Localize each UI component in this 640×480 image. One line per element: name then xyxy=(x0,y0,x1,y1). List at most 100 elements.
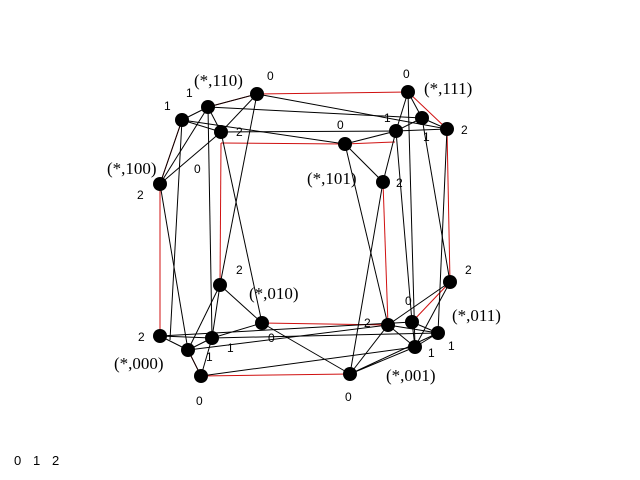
edge xyxy=(344,130,397,145)
edge xyxy=(220,130,397,133)
node-010-a xyxy=(213,278,227,292)
node-000-b xyxy=(181,343,195,357)
node-011-a xyxy=(443,275,457,289)
group-label-111: (*,111) xyxy=(424,79,472,98)
port-label: 2 xyxy=(236,125,243,139)
node-110-a xyxy=(201,100,215,114)
port-label: 0 xyxy=(267,69,274,83)
port-label: 1 xyxy=(428,346,435,360)
edge xyxy=(159,321,413,337)
cube-edge xyxy=(382,181,389,326)
edge xyxy=(211,284,221,339)
cube-edge xyxy=(220,142,346,145)
port-label: 0 xyxy=(194,162,201,176)
port-label: 0 xyxy=(337,118,344,132)
group-labels: (*,110) (*,111) (*,100) (*,101) (*,010) … xyxy=(107,71,501,385)
node-001-b xyxy=(408,340,422,354)
edge xyxy=(414,281,451,348)
edge xyxy=(200,346,416,377)
edge xyxy=(207,106,423,119)
legend-digits: 0 1 2 xyxy=(14,453,59,468)
cube-edge xyxy=(411,281,451,323)
edge xyxy=(407,91,416,348)
edge xyxy=(395,128,448,132)
edge xyxy=(159,119,183,185)
edge xyxy=(344,143,389,326)
node-001-c xyxy=(343,367,357,381)
group-label-110: (*,110) xyxy=(194,71,243,90)
edge xyxy=(220,93,258,133)
node-000-a xyxy=(153,329,167,343)
node-011-c xyxy=(431,326,445,340)
edge xyxy=(256,93,448,130)
edge xyxy=(395,130,413,323)
port-label: 2 xyxy=(465,263,472,277)
edge xyxy=(207,93,258,108)
port-label: 1 xyxy=(423,130,430,144)
node-111-a xyxy=(401,85,415,99)
edge xyxy=(159,131,222,185)
node-000-c xyxy=(205,331,219,345)
edge xyxy=(219,284,263,324)
port-label: 2 xyxy=(138,330,145,344)
port-labels: 1 1 0 2 0 1 1 2 0 2 0 2 2 0 2 0 1 1 2 0 … xyxy=(137,67,472,408)
port-label: 2 xyxy=(236,263,243,277)
edge xyxy=(159,335,213,339)
node-100-a xyxy=(153,177,167,191)
edges xyxy=(159,91,451,377)
cube-edge xyxy=(344,141,396,145)
group-label-011: (*,011) xyxy=(452,306,501,325)
edge xyxy=(211,332,439,339)
group-label-000: (*,000) xyxy=(114,354,164,373)
node-110-d xyxy=(214,125,228,139)
cube-edge xyxy=(446,128,451,283)
group-label-100: (*,100) xyxy=(107,159,157,178)
edge xyxy=(207,106,213,339)
edge xyxy=(349,324,389,375)
port-label: 0 xyxy=(405,294,412,308)
node-111-d xyxy=(389,124,403,138)
node-111-b xyxy=(415,111,429,125)
edge xyxy=(220,131,263,324)
port-label: 0 xyxy=(345,390,352,404)
port-label: 2 xyxy=(364,316,371,330)
edge xyxy=(261,322,351,375)
edge xyxy=(349,332,439,375)
edge xyxy=(211,322,263,339)
port-label: 1 xyxy=(164,99,171,113)
port-label: 2 xyxy=(396,176,403,190)
port-label: 1 xyxy=(186,86,193,100)
port-label: 2 xyxy=(461,123,468,137)
node-101-a xyxy=(338,137,352,151)
node-010-b xyxy=(255,316,269,330)
port-label: 1 xyxy=(206,350,213,364)
edge xyxy=(219,93,258,286)
edge xyxy=(169,119,183,341)
cube-edge xyxy=(219,142,222,286)
cube-edge xyxy=(256,91,409,95)
edge xyxy=(382,130,397,183)
port-label: 0 xyxy=(403,67,410,81)
edge xyxy=(187,284,221,351)
node-111-c xyxy=(440,122,454,136)
edge xyxy=(421,117,451,283)
edge xyxy=(159,106,209,185)
nodes xyxy=(153,85,457,383)
port-label: 1 xyxy=(384,111,391,125)
port-label: 0 xyxy=(268,331,275,345)
edge xyxy=(349,181,384,375)
port-label: 0 xyxy=(196,394,203,408)
node-110-c xyxy=(175,113,189,127)
node-001-a xyxy=(381,318,395,332)
edge xyxy=(437,128,448,334)
legend-digit-1: 1 xyxy=(33,453,40,468)
cube-edge xyxy=(407,91,448,130)
group-label-010: (*,010) xyxy=(249,284,299,303)
edge xyxy=(387,281,451,326)
group-label-001: (*,001) xyxy=(386,366,436,385)
edge xyxy=(344,143,384,183)
node-011-b xyxy=(405,315,419,329)
group-label-101: (*,101) xyxy=(307,169,357,188)
node-000-d xyxy=(194,369,208,383)
node-101-b xyxy=(376,175,390,189)
